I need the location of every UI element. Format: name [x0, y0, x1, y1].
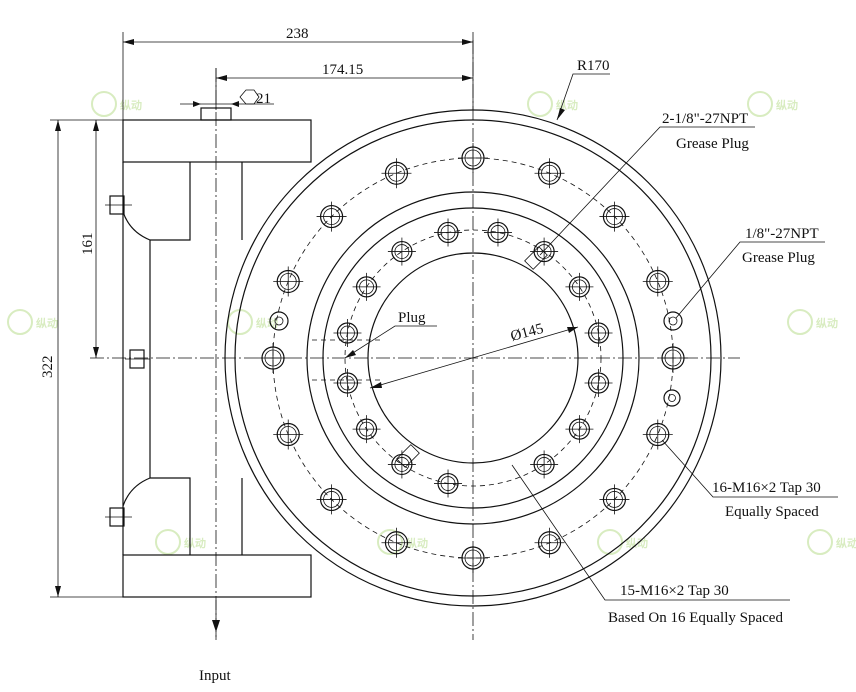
dimension-lines	[50, 32, 838, 601]
side-bolt-top	[105, 195, 132, 215]
dim-radius: R170	[577, 58, 610, 74]
watermark-logo: 纵动	[747, 91, 798, 117]
callout-grease-plug-1-npt: 1/8"-27NPT	[745, 226, 819, 242]
svg-text:纵动: 纵动	[776, 98, 798, 112]
callout-outer-tap-spacing: Equally Spaced	[725, 504, 819, 520]
web-curve-bottom	[122, 477, 151, 507]
outer-bolt-hole	[534, 158, 565, 189]
dim-diameter: Ø145	[509, 321, 545, 345]
watermark-logo: 纵动	[377, 529, 428, 555]
inner-bolt-hole	[387, 450, 416, 479]
callout-outer-tap: 16-M16×2 Tap 30	[712, 480, 821, 496]
watermark-logo: 纵动	[7, 309, 58, 335]
gear-tooth-block-lower	[396, 444, 420, 468]
watermark-logo: 纵动	[597, 529, 648, 555]
svg-text:纵动: 纵动	[184, 536, 206, 550]
inner-bolt-hole	[434, 218, 463, 247]
inner-bolt-hole	[483, 218, 512, 247]
outer-bolt-holes	[258, 143, 688, 573]
svg-text:纵动: 纵动	[256, 316, 278, 330]
input-arrow-head	[212, 620, 220, 632]
dim-height-partial: 161	[80, 233, 96, 256]
inner-bolt-hole	[584, 368, 613, 397]
front-view	[90, 40, 740, 640]
outer-bolt-hole	[258, 343, 288, 373]
grease-plug-right	[663, 311, 683, 331]
svg-text:纵动: 纵动	[406, 536, 428, 550]
callout-grease-plug-1-label: Grease Plug	[742, 250, 815, 266]
outer-bolt-hole	[458, 143, 488, 173]
outer-bolt-hole	[273, 266, 304, 297]
grease-plug-left	[269, 311, 289, 331]
web-curve-top	[122, 211, 151, 241]
dim-center-offset: 174.15	[322, 62, 363, 78]
hex-icon	[239, 89, 260, 105]
outer-bolt-hole	[642, 419, 673, 450]
outer-bolt-hole	[316, 201, 347, 232]
inner-bolt-hole	[565, 272, 594, 301]
watermark-logo: 纵动	[91, 91, 142, 117]
side-bolt-bottom	[105, 507, 132, 527]
outer-bolt-hole	[534, 527, 565, 558]
gear-tooth-block-upper	[524, 246, 548, 270]
inner-bolt-hole	[530, 450, 559, 479]
outer-bolt-hole	[381, 527, 412, 558]
svg-text:纵动: 纵动	[816, 316, 838, 330]
callout-grease-plug-2-label: Grease Plug	[676, 136, 749, 152]
inner-bolt-hole	[333, 319, 362, 348]
inner-bolt-hole	[565, 415, 594, 444]
side-view	[105, 68, 312, 640]
outer-bolt-hole	[316, 484, 347, 515]
input-label: Input	[199, 668, 231, 684]
dim-hex-size: 21	[256, 91, 271, 107]
outer-bolt-hole	[642, 266, 673, 297]
grease-plug-lower-right	[663, 389, 681, 407]
inner-bolt-hole	[584, 319, 613, 348]
outer-bolt-hole	[273, 419, 304, 450]
outer-bolt-hole	[599, 201, 630, 232]
svg-text:纵动: 纵动	[836, 536, 856, 550]
inner-bolt-holes	[333, 218, 613, 498]
outer-bolt-hole	[381, 158, 412, 189]
inner-bolt-hole	[387, 237, 416, 266]
inner-bolt-hole	[352, 415, 381, 444]
watermark-layer: 纵动纵动纵动纵动纵动纵动纵动纵动纵动纵动	[7, 91, 856, 555]
callout-inner-tap: 15-M16×2 Tap 30	[620, 583, 729, 599]
svg-text:纵动: 纵动	[120, 98, 142, 112]
inner-bolt-hole	[352, 272, 381, 301]
outer-bolt-hole	[458, 543, 488, 573]
watermark-logo: 纵动	[155, 529, 206, 555]
inner-bolt-hole	[333, 368, 362, 397]
side-bolt-middle	[125, 349, 150, 369]
watermark-logo: 纵动	[807, 529, 856, 555]
callout-plug: Plug	[398, 310, 426, 326]
callout-grease-plug-2-npt: 2-1/8"-27NPT	[662, 111, 748, 127]
housing-top-step	[150, 162, 191, 241]
dim-height-total: 322	[40, 356, 56, 379]
svg-text:纵动: 纵动	[36, 316, 58, 330]
outer-bolt-hole	[599, 484, 630, 515]
watermark-logo: 纵动	[787, 309, 838, 335]
dim-overall-width: 238	[286, 26, 309, 42]
inner-bolt-hole	[434, 469, 463, 498]
svg-text:纵动: 纵动	[556, 98, 578, 112]
housing-bottom-step	[150, 477, 191, 555]
bottom-flange	[122, 554, 312, 598]
callout-inner-tap-spacing: Based On 16 Equally Spaced	[608, 610, 783, 626]
watermark-logo: 纵动	[527, 91, 578, 117]
outer-bolt-hole	[658, 343, 688, 373]
top-flange	[122, 119, 312, 163]
